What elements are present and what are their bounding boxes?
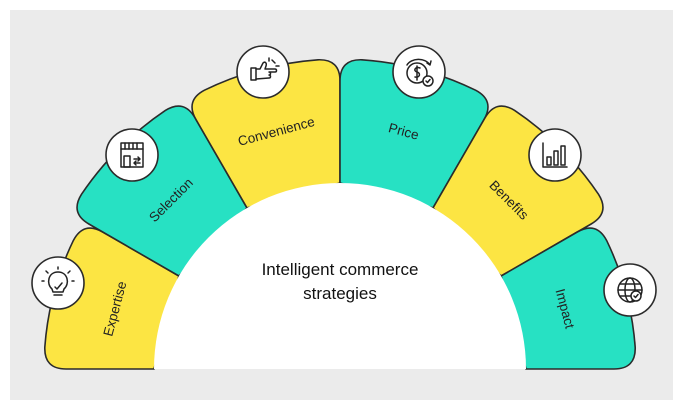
icons-group	[31, 45, 657, 317]
storefront-icon	[105, 128, 159, 182]
center-semicircle	[154, 183, 526, 369]
center-title-line-1: Intelligent commerce	[261, 260, 419, 279]
dollar-coin-check-icon	[392, 45, 446, 99]
lightbulb-check-icon	[31, 256, 85, 310]
globe-check-icon	[603, 263, 657, 317]
pointing-hand-icon	[236, 45, 290, 99]
bar-chart-icon	[528, 128, 582, 182]
center-title: Intelligent commerce strategies	[220, 258, 460, 306]
center-title-line-2: strategies	[303, 284, 377, 303]
